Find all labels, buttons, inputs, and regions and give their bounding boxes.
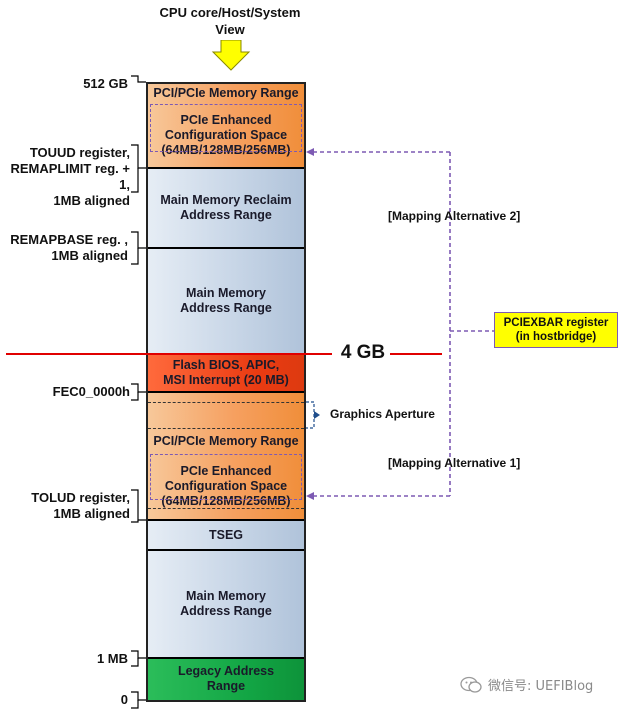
- block-pci-top: PCI/PCIe Memory Range: [148, 82, 304, 102]
- bracket-tolud-lower: [131, 520, 139, 523]
- label-remapbase: REMAPBASE reg. , 1MB aligned: [10, 232, 128, 263]
- block-pci-lower: PCI/PCIe Memory Range: [148, 430, 304, 452]
- graphics-aperture-bracket: [306, 401, 320, 429]
- mapping-alt1-arrowhead-icon: [306, 492, 314, 500]
- bracket-remapbase: [131, 231, 146, 249]
- bracket-512gb: [131, 75, 146, 83]
- block-legacy: Legacy Address Range: [148, 658, 304, 700]
- wechat-icon: [460, 676, 482, 693]
- four-gb-line-right: [390, 353, 442, 355]
- block-tseg: TSEG: [148, 520, 304, 550]
- block-graphics-aperture: [148, 392, 304, 430]
- mapping-alt2-label: [Mapping Alternative 2]: [388, 209, 521, 223]
- divider-tseg-top: [148, 519, 304, 521]
- bracket-1mb-lower: [131, 658, 139, 667]
- block-flash: Flash BIOS, APIC, MSI Interrupt (20 MB): [148, 354, 304, 392]
- divider-tseg-bottom: [148, 549, 304, 551]
- four-gb-label: 4 GB: [340, 342, 386, 363]
- divider-legacy-top: [148, 657, 304, 659]
- label-tolud: TOLUD register, 1MB aligned: [31, 490, 130, 521]
- block-pcie-config-top: PCIe Enhanced Configuration Space (64MB/…: [148, 102, 304, 168]
- block-main-upper: Main Memory Address Range: [148, 248, 304, 354]
- mapping-alt2-arrowhead-icon: [306, 148, 314, 156]
- bracket-remapbase-lower: [131, 248, 139, 265]
- label-fec0: FEC0_0000h: [52, 384, 130, 399]
- bracket-zero-lower: [131, 700, 139, 709]
- pcie-config-top-dashed-box: [150, 104, 302, 152]
- label-touud: TOUUD register, REMAPLIMIT reg. + 1, 1MB…: [10, 145, 130, 208]
- mapping-alt1-label: [Mapping Alternative 1]: [388, 456, 521, 470]
- diagram-title: CPU core/Host/System View: [140, 4, 320, 38]
- pciexbar-label: PCIEXBAR register (in hostbridge): [503, 317, 609, 343]
- graphics-aperture-label: Graphics Aperture: [330, 407, 435, 421]
- bracket-touud: [131, 144, 146, 169]
- watermark: 微信号: UEFIBlog: [460, 675, 593, 694]
- pciexbar-box: PCIEXBAR register (in hostbridge): [494, 312, 618, 348]
- watermark-text: 微信号: UEFIBlog: [488, 679, 594, 694]
- bracket-tolud: [131, 489, 146, 521]
- four-gb-line-left: [6, 353, 332, 355]
- label-1mb: 1 MB: [96, 651, 128, 666]
- title-line1: CPU core/Host/System: [159, 5, 301, 20]
- bracket-fec0: [131, 383, 146, 393]
- block-reclaim: Main Memory Reclaim Address Range: [148, 168, 304, 248]
- aperture-dashed-top: [148, 402, 304, 403]
- bracket-1mb: [131, 650, 146, 659]
- pcie-config-lower-dashed-box: [150, 454, 302, 500]
- down-arrow-icon: [211, 40, 251, 71]
- divider-reclaim-top: [148, 167, 304, 169]
- aperture-dashed-bottom: [148, 428, 304, 429]
- pci-lower-dashed-bottom: [148, 508, 304, 509]
- bracket-touud-lower: [131, 168, 139, 193]
- title-line2: View: [215, 22, 245, 37]
- divider-flash-bottom: [148, 391, 304, 393]
- label-512gb: 512 GB: [83, 76, 128, 91]
- label-zero: 0: [120, 692, 128, 707]
- block-main-lower: Main Memory Address Range: [148, 550, 304, 658]
- bracket-fec0-lower: [131, 392, 139, 401]
- divider-reclaim-bottom: [148, 247, 304, 249]
- bracket-zero: [131, 691, 146, 701]
